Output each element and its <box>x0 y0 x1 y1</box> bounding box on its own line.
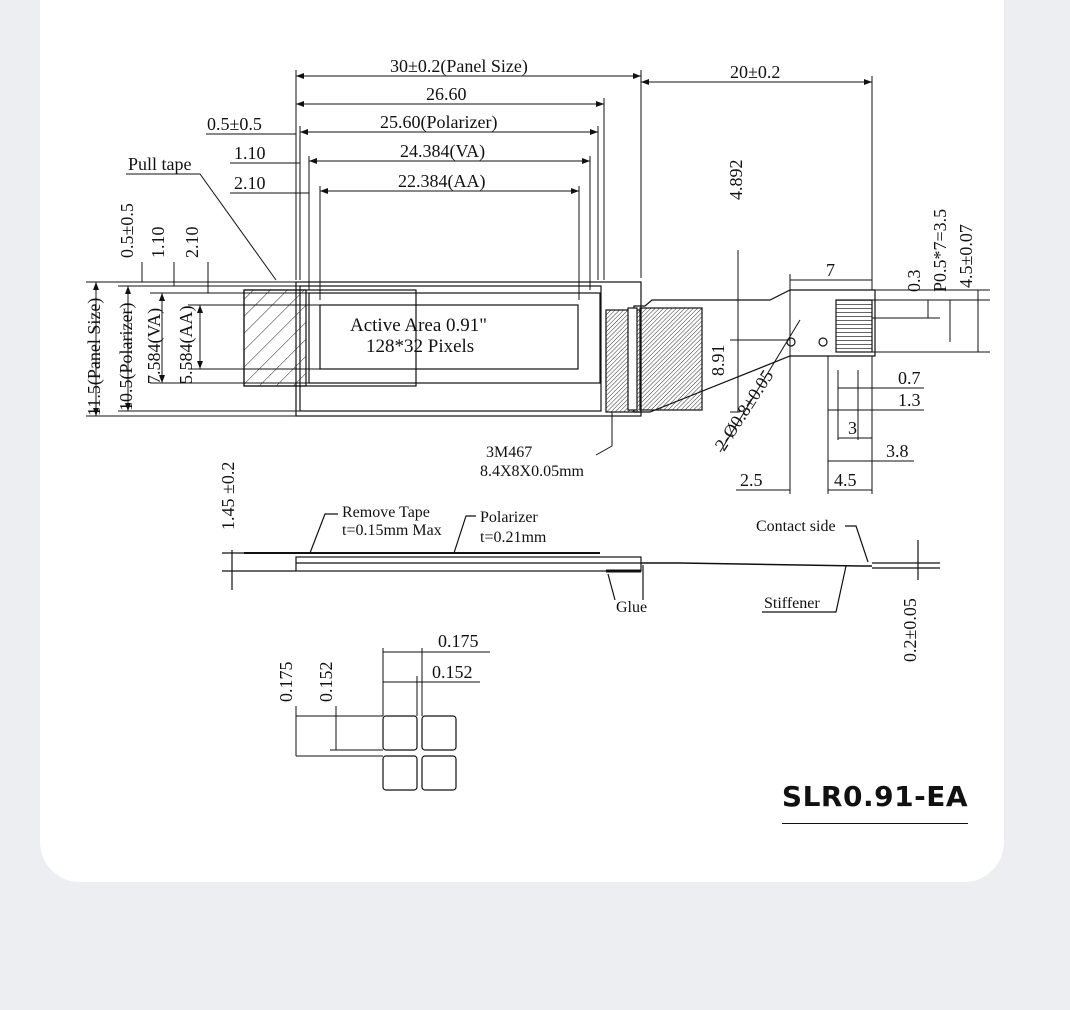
dim-891: 8.91 <box>708 345 728 377</box>
dim-4892: 4.892 <box>726 160 746 201</box>
dim-7: 7 <box>826 260 835 280</box>
dimension-arrows <box>93 73 872 416</box>
dim-pixel-w2: 0.152 <box>432 662 473 682</box>
pixel <box>421 755 457 791</box>
dim-fpc-thickness: 0.2±0.05 <box>900 598 920 662</box>
dim-3: 3 <box>848 418 857 438</box>
fpc-strip <box>627 307 638 411</box>
side-fpc <box>641 562 872 567</box>
pull-tape-label: Pull tape <box>128 154 192 174</box>
dim-25: 2.5 <box>740 470 763 490</box>
front-view <box>243 281 876 417</box>
fpc-body <box>639 307 703 411</box>
dim-va-h: 7.584(VA) <box>144 308 165 384</box>
dim-va-w: 24.384(VA) <box>400 141 485 162</box>
dim-panel-size-h: 11.5(Panel Size) <box>84 298 105 416</box>
dim-v-05: 0.5±0.5 <box>117 203 137 258</box>
dim-v-210: 2.10 <box>182 227 202 259</box>
remove-tape-thickness: t=0.15mm Max <box>342 522 442 539</box>
remove-tape-label: Remove Tape <box>342 504 430 521</box>
glue-label: Glue <box>616 599 647 616</box>
contact-side-label: Contact side <box>756 518 836 535</box>
dim-holes: 2-Ø0.8±0.05 <box>711 366 778 454</box>
dim-13: 1.3 <box>898 390 921 410</box>
model-name: SLR0.91-EA <box>781 780 968 824</box>
dim-pixel-w1: 0.175 <box>438 631 479 651</box>
fpc-contacts <box>835 299 873 353</box>
dim-v-110: 1.10 <box>148 227 168 259</box>
stiffener-label: Stiffener <box>764 595 820 612</box>
polarizer-thickness: t=0.21mm <box>480 529 547 546</box>
dim-aa-w: 22.384(AA) <box>398 171 486 192</box>
pull-tape-overlap <box>243 289 417 387</box>
dim-fpc-length: 20±0.2 <box>730 62 780 82</box>
dim-07: 0.7 <box>898 368 921 388</box>
pixel <box>382 715 418 751</box>
pixel <box>382 755 418 791</box>
active-area <box>319 304 579 370</box>
side-view <box>222 513 940 613</box>
dim-45-tol: 4.5±0.07 <box>956 224 976 288</box>
tape-size-label: 8.4X8X0.05mm <box>480 463 585 480</box>
dim-polarizer-w: 25.60(Polarizer) <box>380 112 497 133</box>
fpc-tail <box>633 289 876 413</box>
side-view-text: 1.45 ±0.2 Remove Tape t=0.15mm Max Polar… <box>218 462 920 662</box>
pixel-detail <box>295 648 490 791</box>
dim-panel-size-w: 30±0.2(Panel Size) <box>390 56 528 77</box>
dim-pixel-h2: 0.152 <box>316 662 336 703</box>
dim-offset-210: 2.10 <box>234 173 266 193</box>
pixels-label: 128*32 Pixels <box>366 336 474 357</box>
pixel <box>421 715 457 751</box>
fpc-hole <box>818 337 828 347</box>
dim-offset-05: 0.5±0.5 <box>207 114 262 134</box>
pixel-detail-text: 0.175 0.152 0.175 0.152 <box>276 631 479 702</box>
dim-pitch: P0.5*7=3.5 <box>930 209 950 292</box>
dim-pixel-h1: 0.175 <box>276 662 296 703</box>
pull-tape <box>243 289 307 387</box>
dim-26-60: 26.60 <box>426 84 467 104</box>
dim-thickness: 1.45 ±0.2 <box>218 462 238 530</box>
tape-label: 3M467 <box>486 444 532 461</box>
dim-aa-h: 5.584(AA) <box>176 306 197 385</box>
product-card <box>40 0 1004 882</box>
dim-45: 4.5 <box>834 470 857 490</box>
dim-38: 3.8 <box>886 441 909 461</box>
active-area-label: Active Area 0.91" <box>350 315 487 336</box>
dim-offset-110: 1.10 <box>234 143 266 163</box>
dim-polarizer-h: 10.5(Polarizer) <box>116 303 137 411</box>
dimension-lines <box>86 70 990 494</box>
side-glass <box>295 556 642 572</box>
dimension-text: 30±0.2(Panel Size) 20±0.2 26.60 25.60(Po… <box>84 56 976 490</box>
polarizer-label: Polarizer <box>480 509 538 526</box>
dim-03: 0.3 <box>904 270 924 293</box>
viewing-area <box>308 292 601 384</box>
